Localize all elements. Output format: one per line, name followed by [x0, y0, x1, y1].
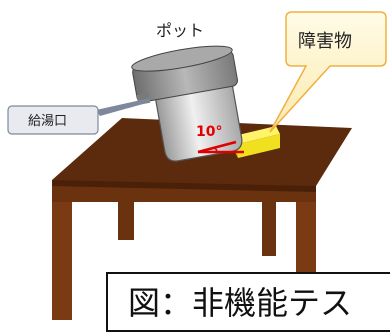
outlet-label: 給湯口	[28, 114, 67, 129]
angle-mark: 10°	[196, 124, 244, 154]
outlet-callout: 給湯口	[7, 98, 150, 135]
pot-diagram: 10° ポット 障害物 給湯口	[7, 11, 387, 320]
pot	[131, 45, 243, 162]
obstacle-callout: 障害物	[269, 11, 387, 133]
table-leg-front-left	[52, 186, 72, 320]
figure-caption: 図：非機能テス	[106, 272, 390, 332]
obstacle-label: 障害物	[298, 31, 352, 52]
pot-label: ポット	[156, 21, 204, 40]
angle-label: 10°	[196, 124, 222, 140]
